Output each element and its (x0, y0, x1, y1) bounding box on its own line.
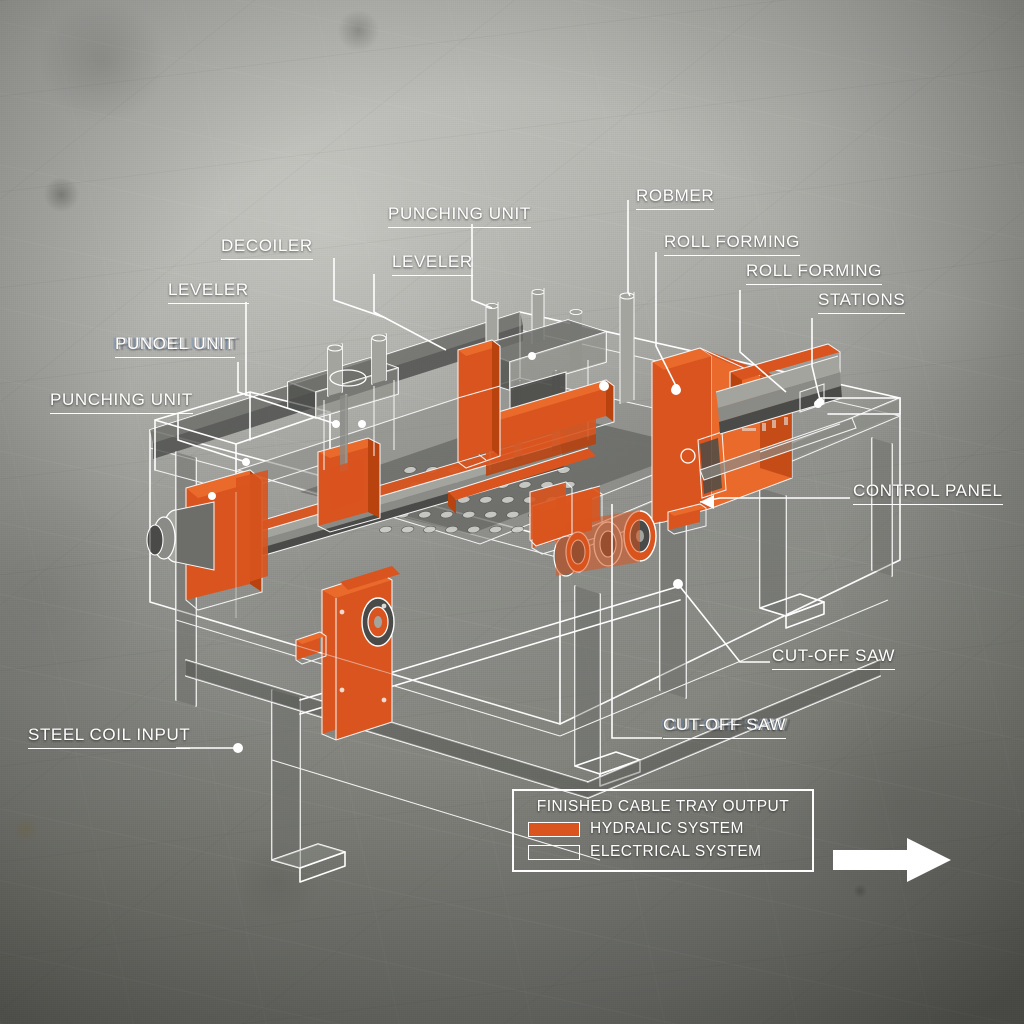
callout-punch-unit-glitch[interactable]: PUNOEL UNIT (115, 334, 236, 359)
callout-punching-unit-left[interactable]: PUNCHING UNIT (50, 390, 193, 415)
callout-robmer[interactable]: ROBMER (636, 186, 715, 211)
legend-box: FINISHED CABLE TRAY OUTPUT HYDRALIC SYST… (512, 789, 814, 872)
callout-label: PUNOEL UNIT (115, 334, 236, 359)
callout-leveler-left[interactable]: LEVELER (168, 280, 249, 305)
callout-control-panel[interactable]: CONTROL PANEL (853, 481, 1003, 506)
callout-label: STATIONS (818, 290, 906, 315)
callout-cut-off-saw[interactable]: CUT-OFF SAW (772, 646, 896, 671)
callout-decoiler[interactable]: DECOILER (221, 236, 313, 261)
callout-punching-unit-top[interactable]: PUNCHING UNIT (388, 204, 531, 229)
callout-cut-off-saw-secondary[interactable]: CUT-OFF SAW (663, 715, 787, 740)
legend-row-hydralic[interactable]: HYDRALIC SYSTEM (514, 820, 812, 838)
legend-label-hydralic: HYDRALIC SYSTEM (590, 820, 744, 837)
roll-forming-shroud-left (457, 339, 501, 469)
legend-row-electrical[interactable]: ELECTRICAL SYSTEM (514, 843, 812, 861)
callout-label: PUNCHING UNIT (50, 390, 193, 415)
callout-label: CUT-OFF SAW (663, 715, 787, 740)
material-flow-arrow-icon (833, 838, 951, 882)
callout-label: DECOILER (221, 236, 313, 261)
callout-label: STEEL COIL INPUT (28, 725, 191, 750)
drive-motor-rear (529, 481, 573, 547)
callout-leveler-center[interactable]: LEVELER (392, 252, 473, 277)
callout-stations[interactable]: STATIONS (818, 290, 906, 315)
callout-label: PUNCHING UNIT (388, 204, 531, 229)
legend-title: FINISHED CABLE TRAY OUTPUT (536, 798, 790, 815)
coil-mandrel (146, 501, 215, 571)
callout-label: CUT-OFF SAW (772, 646, 896, 671)
callout-label: CONTROL PANEL (853, 481, 1003, 506)
callout-label: ROBMER (636, 186, 715, 211)
callout-label: ROLL FORMING (746, 261, 882, 286)
callout-label: LEVELER (168, 280, 249, 305)
legend-label-electrical: ELECTRICAL SYSTEM (590, 843, 762, 860)
legend-swatch-hydralic (528, 821, 580, 837)
callout-roll-forming-2[interactable]: ROLL FORMING (746, 261, 882, 286)
drive-motor-front (295, 566, 400, 741)
callout-label: ROLL FORMING (664, 232, 800, 257)
decoiler-unit (146, 391, 331, 611)
callout-steel-coil-input[interactable]: STEEL COIL INPUT (28, 725, 191, 750)
legend-swatch-electrical (528, 844, 580, 860)
callout-roll-forming-1[interactable]: ROLL FORMING (664, 232, 800, 257)
callout-label: LEVELER (392, 252, 473, 277)
